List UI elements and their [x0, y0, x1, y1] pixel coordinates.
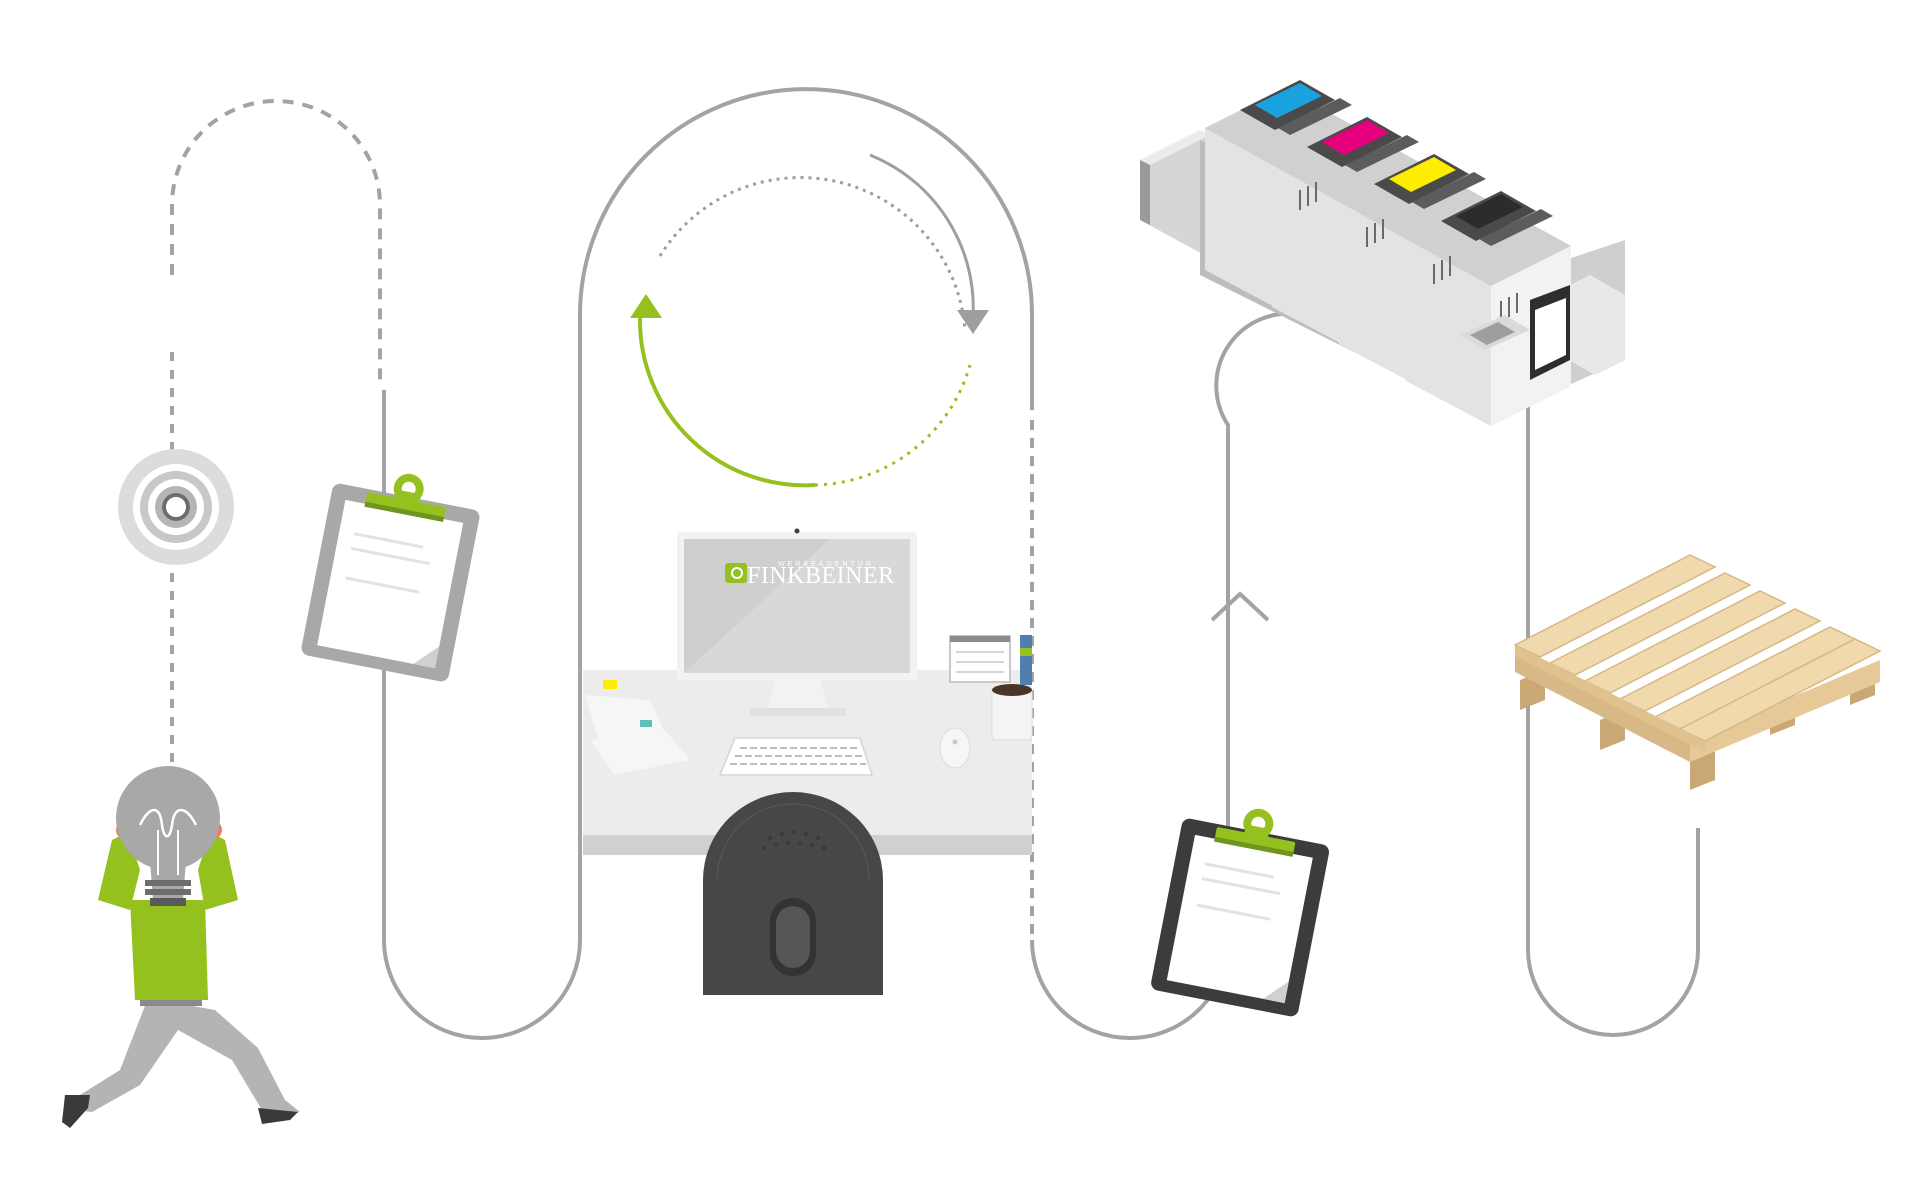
lightbulb-person-icon	[62, 766, 300, 1128]
pallet-icon	[1513, 554, 1882, 790]
clipboard-icon	[301, 473, 480, 682]
cycle-arrows-icon	[630, 153, 989, 488]
solid-u3	[1526, 405, 1700, 1037]
brand-logo: WERBEAGENTUR FINKBEINER	[725, 561, 895, 589]
brand-subline: WERBEAGENTUR	[778, 561, 874, 568]
dashed-arch-left	[170, 99, 382, 385]
clipboard-icon	[1151, 808, 1330, 1017]
arrow-up-icon	[1210, 591, 1270, 622]
solid-line-to-u1	[382, 87, 1034, 1040]
target-icon	[118, 449, 234, 565]
printing-press-icon	[1140, 80, 1625, 426]
brand-name: FINKBEINER	[747, 563, 895, 589]
computer-workstation-icon: WERBEAGENTUR FINKBEINER	[583, 528, 1033, 995]
